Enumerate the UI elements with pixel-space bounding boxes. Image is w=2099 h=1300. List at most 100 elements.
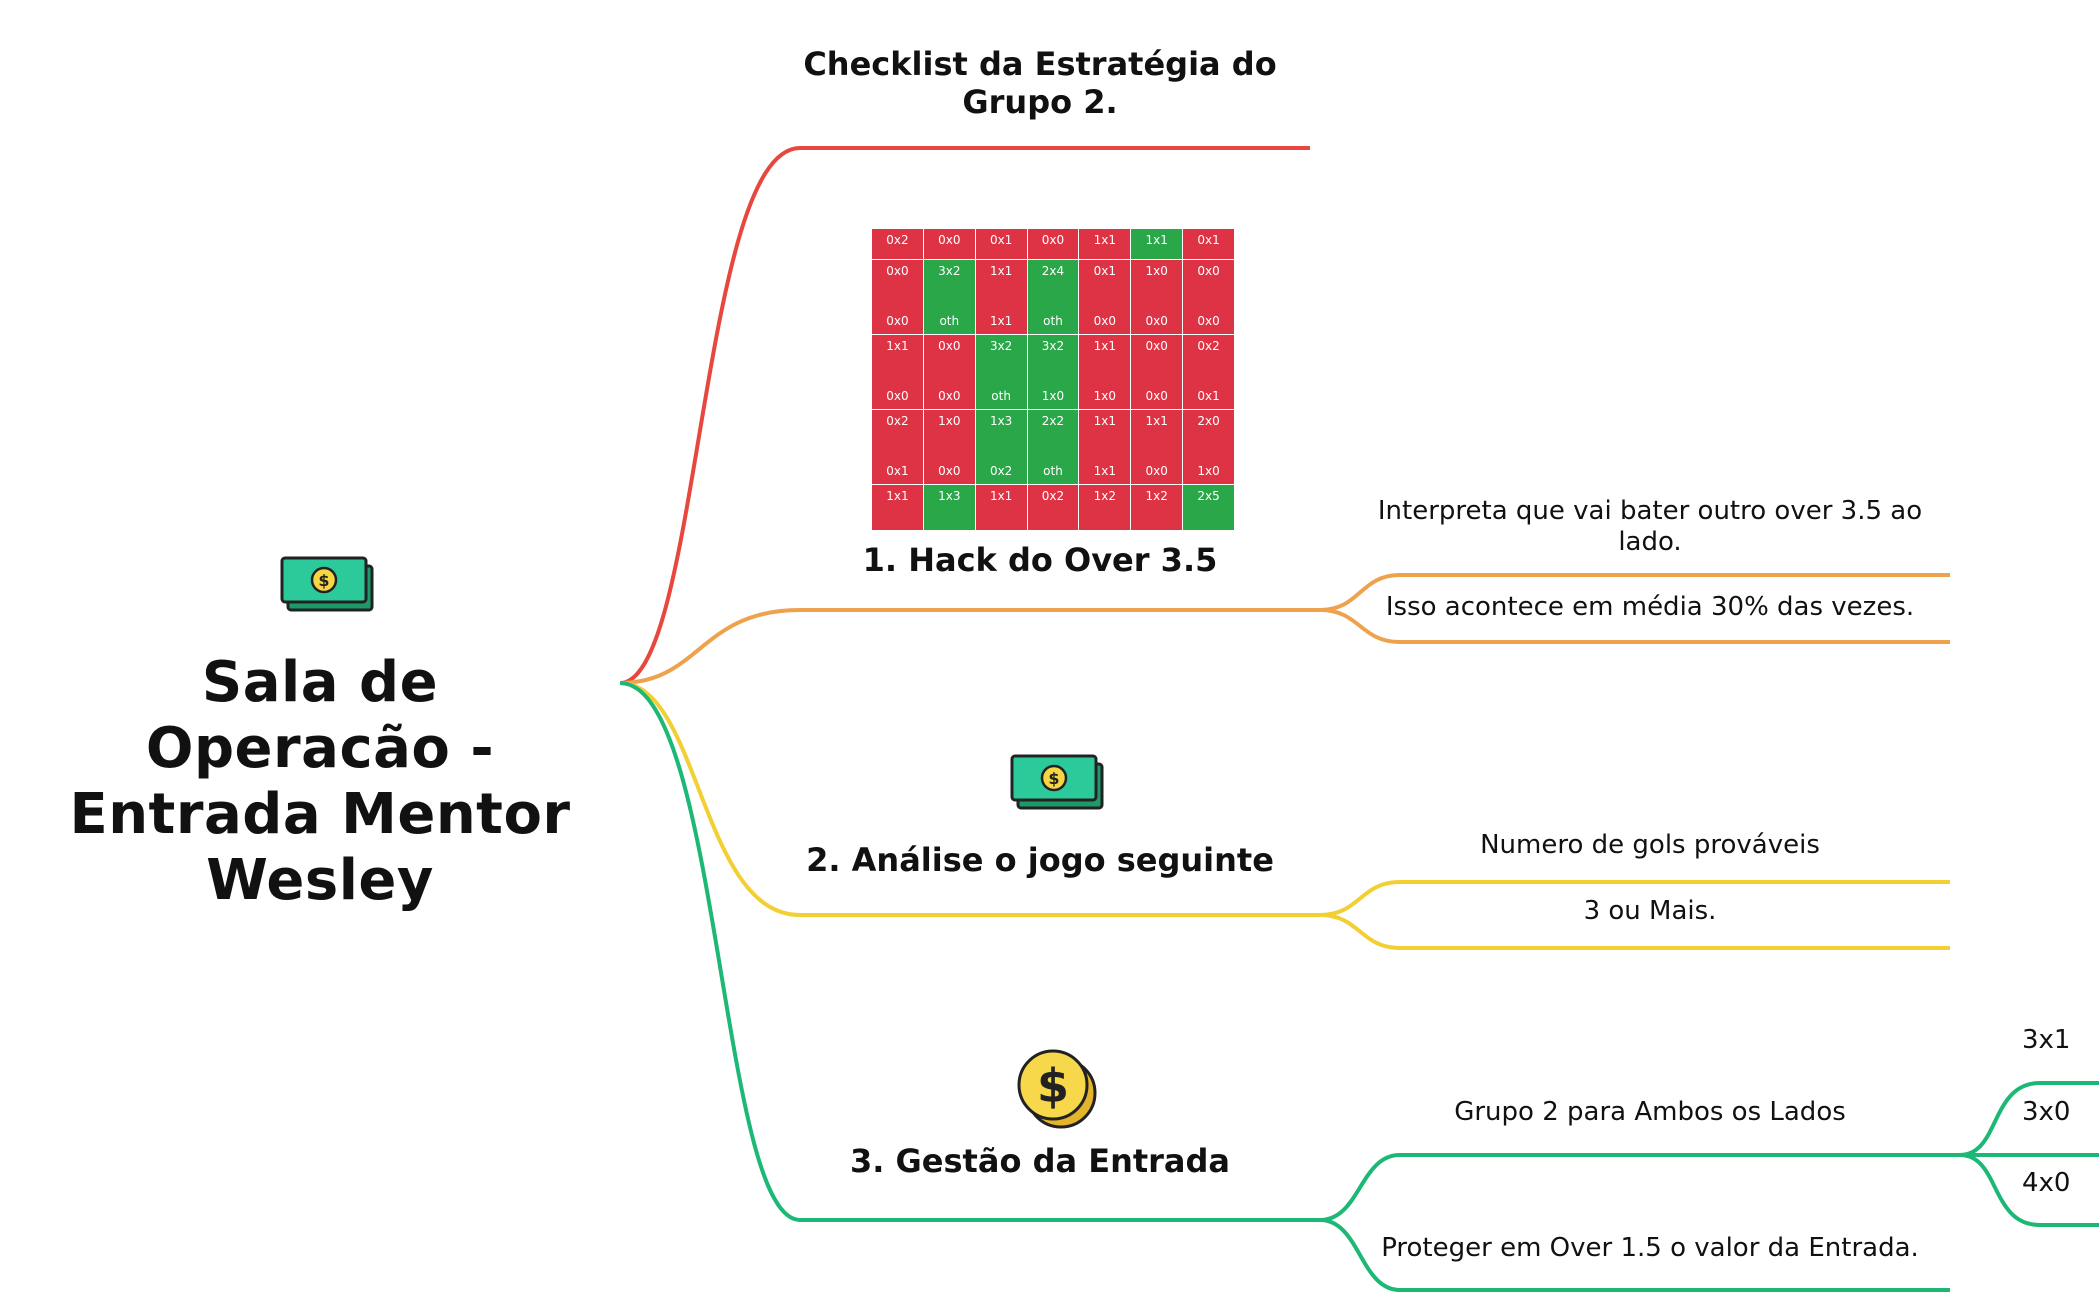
topic-analise[interactable]: 2. Análise o jogo seguinte: [806, 841, 1274, 879]
score-cell: 0x2 0x1: [872, 410, 923, 484]
score-cell-top: 1x1: [886, 489, 909, 503]
score-cell-top: 1x0: [1145, 264, 1168, 278]
money-banknote-icon: $: [280, 556, 374, 612]
score-cell-top: 1x1: [1093, 414, 1117, 428]
connector-hack-child-2: [1319, 608, 1950, 644]
score-cell-top: 0x2: [886, 414, 909, 428]
connector-analise-child-1: [1319, 880, 1950, 917]
score-cell-top: 1x2: [1093, 489, 1117, 503]
svg-text:$: $: [1048, 769, 1059, 788]
coin-dollar-icon: $: [1017, 1049, 1097, 1129]
topic-gestao[interactable]: 3. Gestão da Entrada: [849, 1142, 1231, 1180]
score-cell-top: 0x1: [1197, 233, 1220, 247]
score-cell-top: 2x0: [1197, 414, 1220, 428]
score-cell: 1x2: [1131, 485, 1183, 530]
score-cell: 0x1: [975, 229, 1027, 259]
score-cell-top: 1x3: [938, 489, 961, 503]
hack-child-acontece[interactable]: Isso acontece em média 30% das vezes.: [1385, 592, 1915, 622]
hack-child-interpreta[interactable]: Interpreta que vai bater outro over 3.5 …: [1370, 496, 1930, 557]
connector-gestao: [619, 681, 1320, 1222]
score-cell-top: 1x1: [1145, 414, 1168, 428]
root-line-3: Wesley: [206, 848, 434, 914]
score-cell-bottom: 0x1: [1197, 389, 1220, 403]
score-cell-bottom: oth: [991, 389, 1011, 403]
score-cell: 1x0 0x0: [1131, 260, 1183, 334]
score-cell: 0x0: [923, 229, 975, 259]
root-line-1: Sala de Operacão -: [145, 650, 495, 782]
score-cell: 0x0 0x0: [1131, 335, 1183, 409]
money-banknote-icon: $: [1010, 754, 1104, 810]
score-cell-top: 2x4: [1041, 264, 1065, 278]
connector-hack: [619, 608, 1320, 685]
score-cell-bottom: 0x2: [989, 464, 1013, 478]
score-cell-bottom: 1x0: [1197, 464, 1220, 478]
topic-checklist-line-2: Grupo 2.: [962, 82, 1118, 121]
connector-analise-child-2: [1319, 913, 1950, 950]
score-cell-top: 0x0: [1145, 339, 1168, 353]
score-cell-top: 2x2: [1041, 414, 1065, 428]
grupo-sub-4x0[interactable]: 4x0: [2022, 1168, 2071, 1198]
gestao-child-proteger[interactable]: Proteger em Over 1.5 o valor da Entrada.: [1381, 1233, 1919, 1263]
topic-checklist[interactable]: Checklist da Estratégia do Grupo 2.: [800, 45, 1280, 122]
score-cell-bottom: 0x1: [886, 464, 909, 478]
score-cell: 1x3: [923, 485, 975, 530]
score-cell-bottom: 0x0: [1197, 314, 1220, 328]
score-cell-top: 1x1: [1093, 339, 1117, 353]
score-cell-top: 3x2: [989, 339, 1013, 353]
analise-child-numero[interactable]: Numero de gols prováveis: [1480, 830, 1820, 860]
grupo-sub-3x0[interactable]: 3x0: [2022, 1097, 2071, 1127]
score-cell: 0x0 0x0: [923, 335, 975, 409]
connector-gestao-child-1: [1319, 1153, 1960, 1222]
root-line-2: Entrada Mentor: [69, 782, 571, 848]
score-cell-bottom: 0x0: [886, 314, 909, 328]
score-cell-bottom: 0x0: [1145, 389, 1168, 403]
score-cell: 1x1: [1131, 229, 1183, 259]
topic-hack[interactable]: 1. Hack do Over 3.5: [862, 541, 1218, 579]
score-cell-top: 0x2: [1197, 339, 1220, 353]
score-cell-top: 3x2: [1041, 339, 1065, 353]
root-topic[interactable]: Sala de Operacão - Entrada Mentor Wesley: [50, 650, 590, 914]
score-cell-top: 0x0: [938, 339, 961, 353]
score-cell-bottom: 1x0: [1093, 389, 1117, 403]
score-cell: 1x2: [1079, 485, 1131, 530]
score-cell-bottom: 0x0: [1145, 314, 1168, 328]
score-cell: 2x5: [1183, 485, 1234, 530]
score-cell-bottom: 1x0: [1041, 389, 1065, 403]
score-cell-bottom: oth: [1043, 314, 1063, 328]
connector-grupo-sub-1: [1959, 1081, 2099, 1157]
score-cell-bottom: 0x0: [938, 389, 961, 403]
gestao-child-grupo[interactable]: Grupo 2 para Ambos os Lados: [1454, 1097, 1846, 1127]
grupo-sub-3x1[interactable]: 3x1: [2022, 1025, 2071, 1055]
connector-gestao-child-2: [1319, 1218, 1950, 1292]
score-cell-bottom: 1x1: [989, 314, 1013, 328]
score-cell: 1x1: [1079, 229, 1131, 259]
score-cell-top: 0x0: [1041, 233, 1065, 247]
score-cell: 1x1: [872, 485, 923, 530]
score-cell: 0x2: [1027, 485, 1079, 530]
score-cell-top: 1x2: [1145, 489, 1168, 503]
analise-child-mais[interactable]: 3 ou Mais.: [1583, 896, 1717, 926]
score-cell-top: 0x1: [989, 233, 1013, 247]
score-cell: 2x4 oth: [1027, 260, 1079, 334]
topic-checklist-line-1: Checklist da Estratégia do: [803, 45, 1277, 83]
hack-child-interpreta-line-1: Interpreta que vai bater outro over 3.5 …: [1377, 496, 1923, 526]
score-cell: 1x1: [975, 485, 1027, 530]
score-cell-top: 0x0: [938, 233, 961, 247]
svg-text:$: $: [1037, 1059, 1069, 1113]
score-cell-top: 0x1: [1093, 264, 1117, 278]
connector-analise: [619, 681, 1320, 917]
